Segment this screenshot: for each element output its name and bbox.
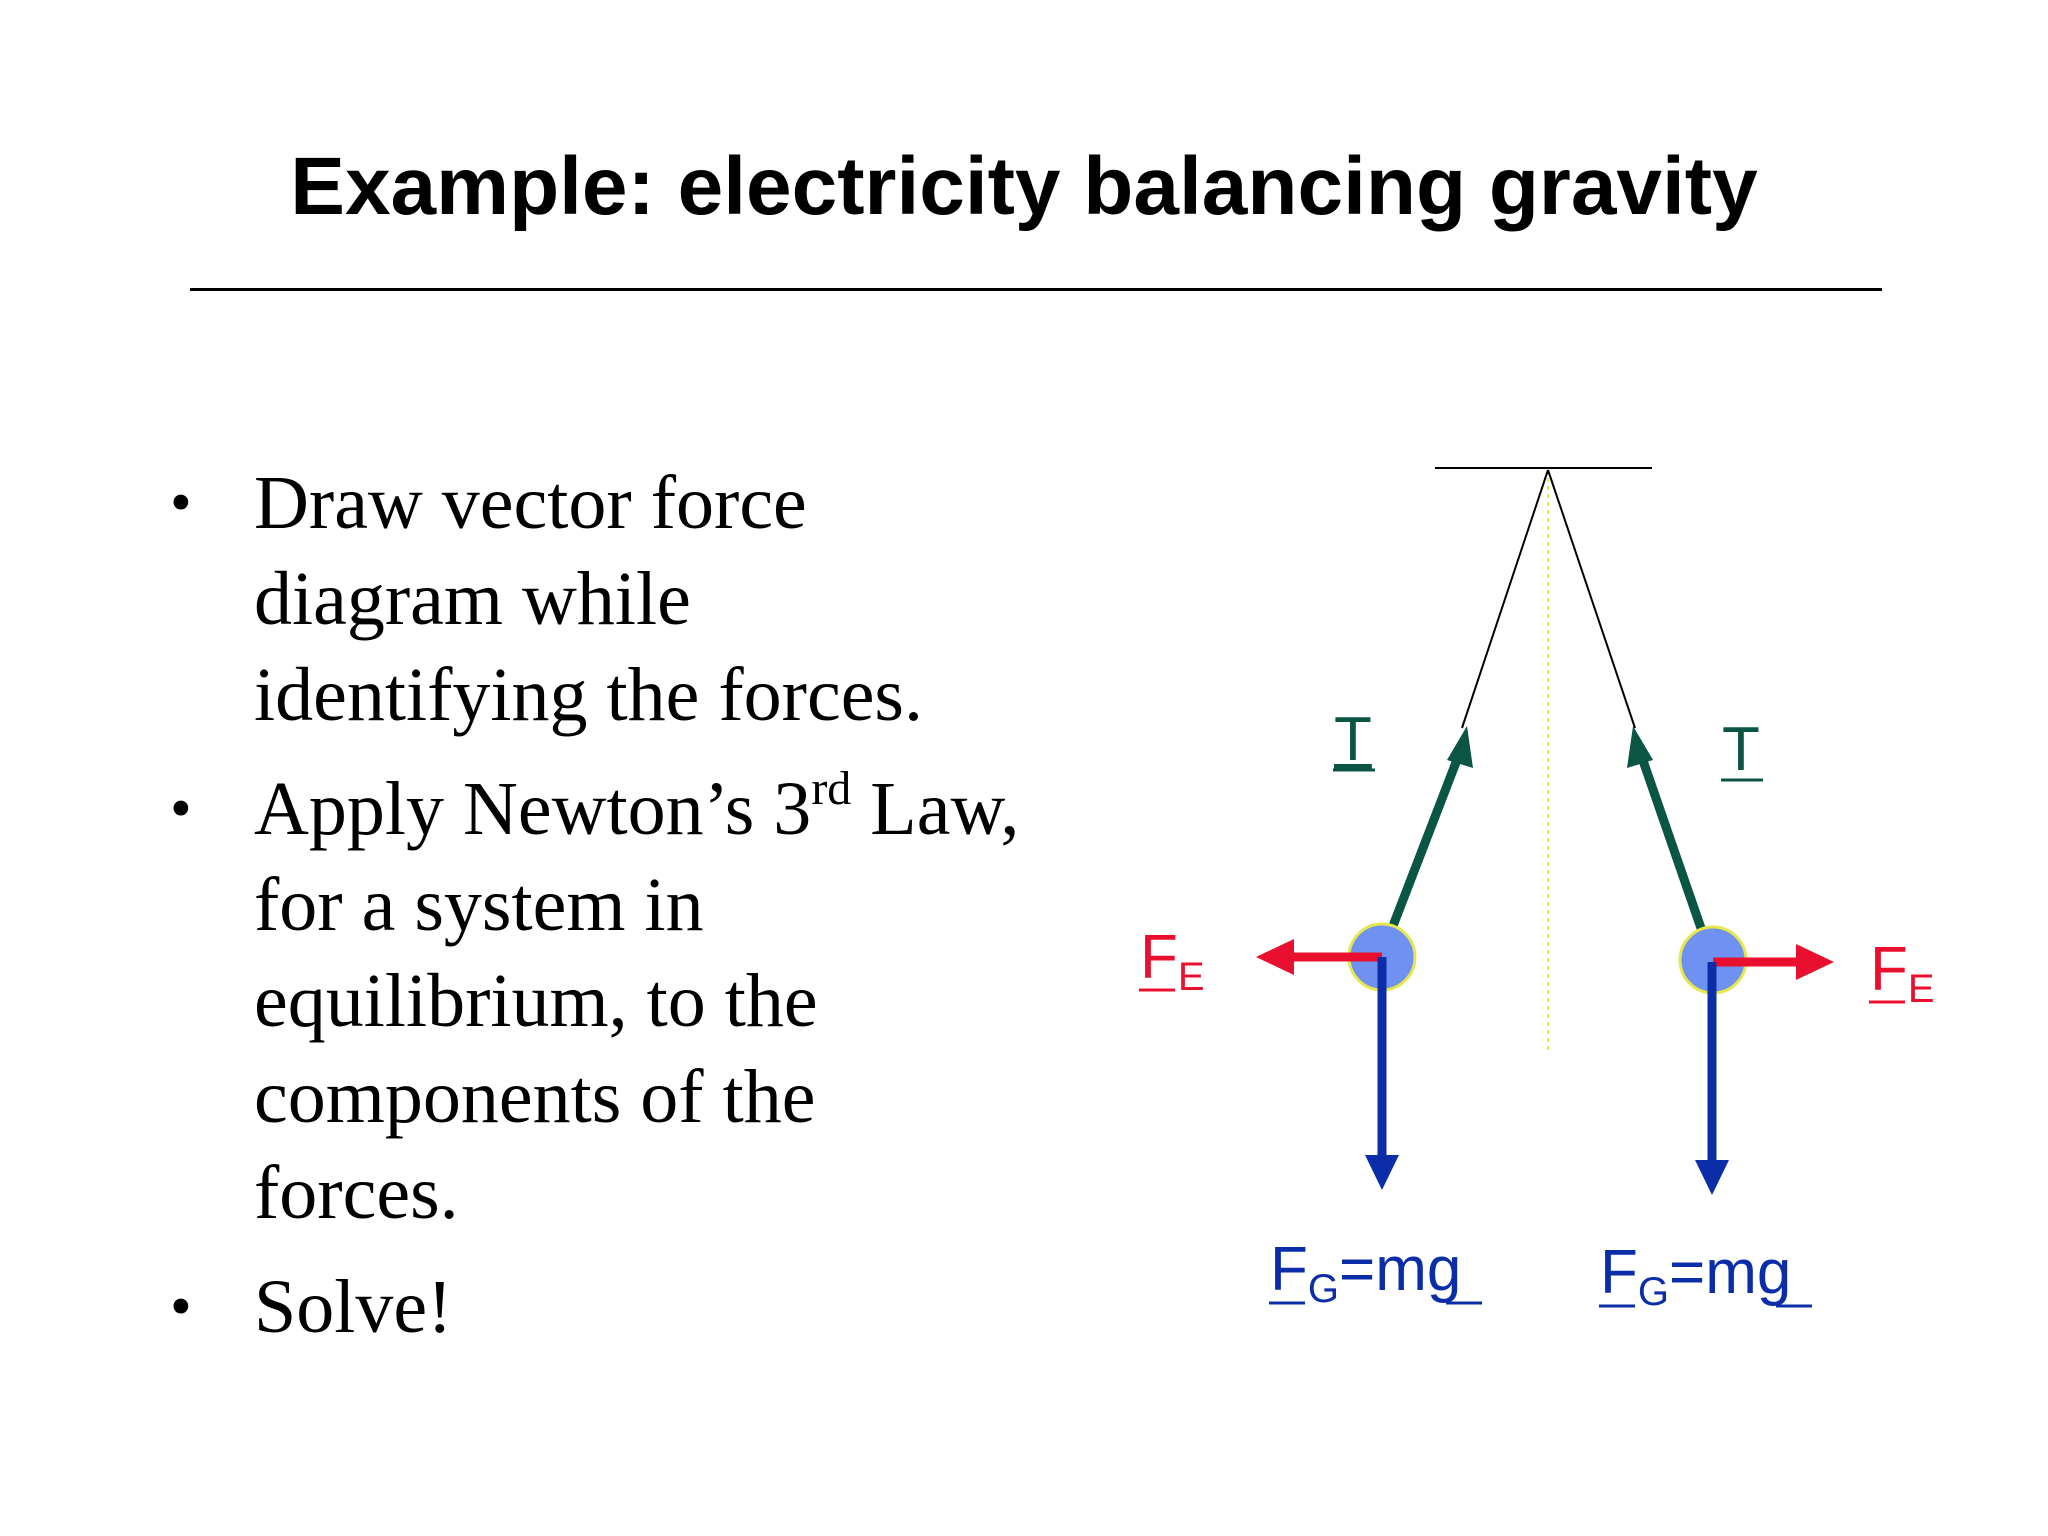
bullet-list: • Draw vector force diagram while identi… (170, 455, 1030, 1373)
left-tension-arrow (1376, 750, 1465, 959)
right-tension-arrowhead (1627, 726, 1653, 768)
left-electric-force-arrowhead (1256, 939, 1294, 975)
right-electric-force-label: FE (1870, 935, 1935, 1011)
left-tension-arrowhead (1447, 726, 1473, 768)
bullet-text: Draw vector force diagram while identify… (254, 461, 924, 737)
bullet-item: • Solve! (170, 1259, 1030, 1355)
bullet-item: • Draw vector force diagram while identi… (170, 455, 1030, 743)
bullet-text: Solve! (254, 1265, 453, 1349)
bullet-item: • Apply Newton’s 3rd Law, for a system i… (170, 761, 1030, 1241)
right-electric-force-arrowhead (1796, 944, 1834, 980)
right-string (1547, 469, 1636, 729)
right-gravity-label: FG=mg (1600, 1238, 1791, 1314)
bullet-text-start: Apply Newton’s 3 (254, 767, 812, 851)
bullet-symbol: • (170, 775, 192, 843)
bullet-symbol: • (170, 469, 192, 537)
left-string (1461, 469, 1549, 729)
bullet-superscript: rd (811, 762, 852, 815)
slide-title: Example: electricity balancing gravity (290, 141, 1758, 232)
right-gravity-arrowhead (1695, 1160, 1729, 1195)
right-tension-arrow (1635, 750, 1716, 959)
left-gravity-label: FG=mg (1270, 1235, 1461, 1311)
left-gravity-arrowhead (1365, 1155, 1399, 1190)
bullet-text-end: Law, for a system in equilibrium, to the… (254, 767, 1020, 1235)
left-electric-force-label: FE (1140, 923, 1205, 999)
title-divider (190, 288, 1882, 291)
right-tension-label: T (1722, 715, 1760, 784)
bullet-symbol: • (170, 1273, 192, 1341)
left-tension-label: T (1334, 705, 1372, 774)
